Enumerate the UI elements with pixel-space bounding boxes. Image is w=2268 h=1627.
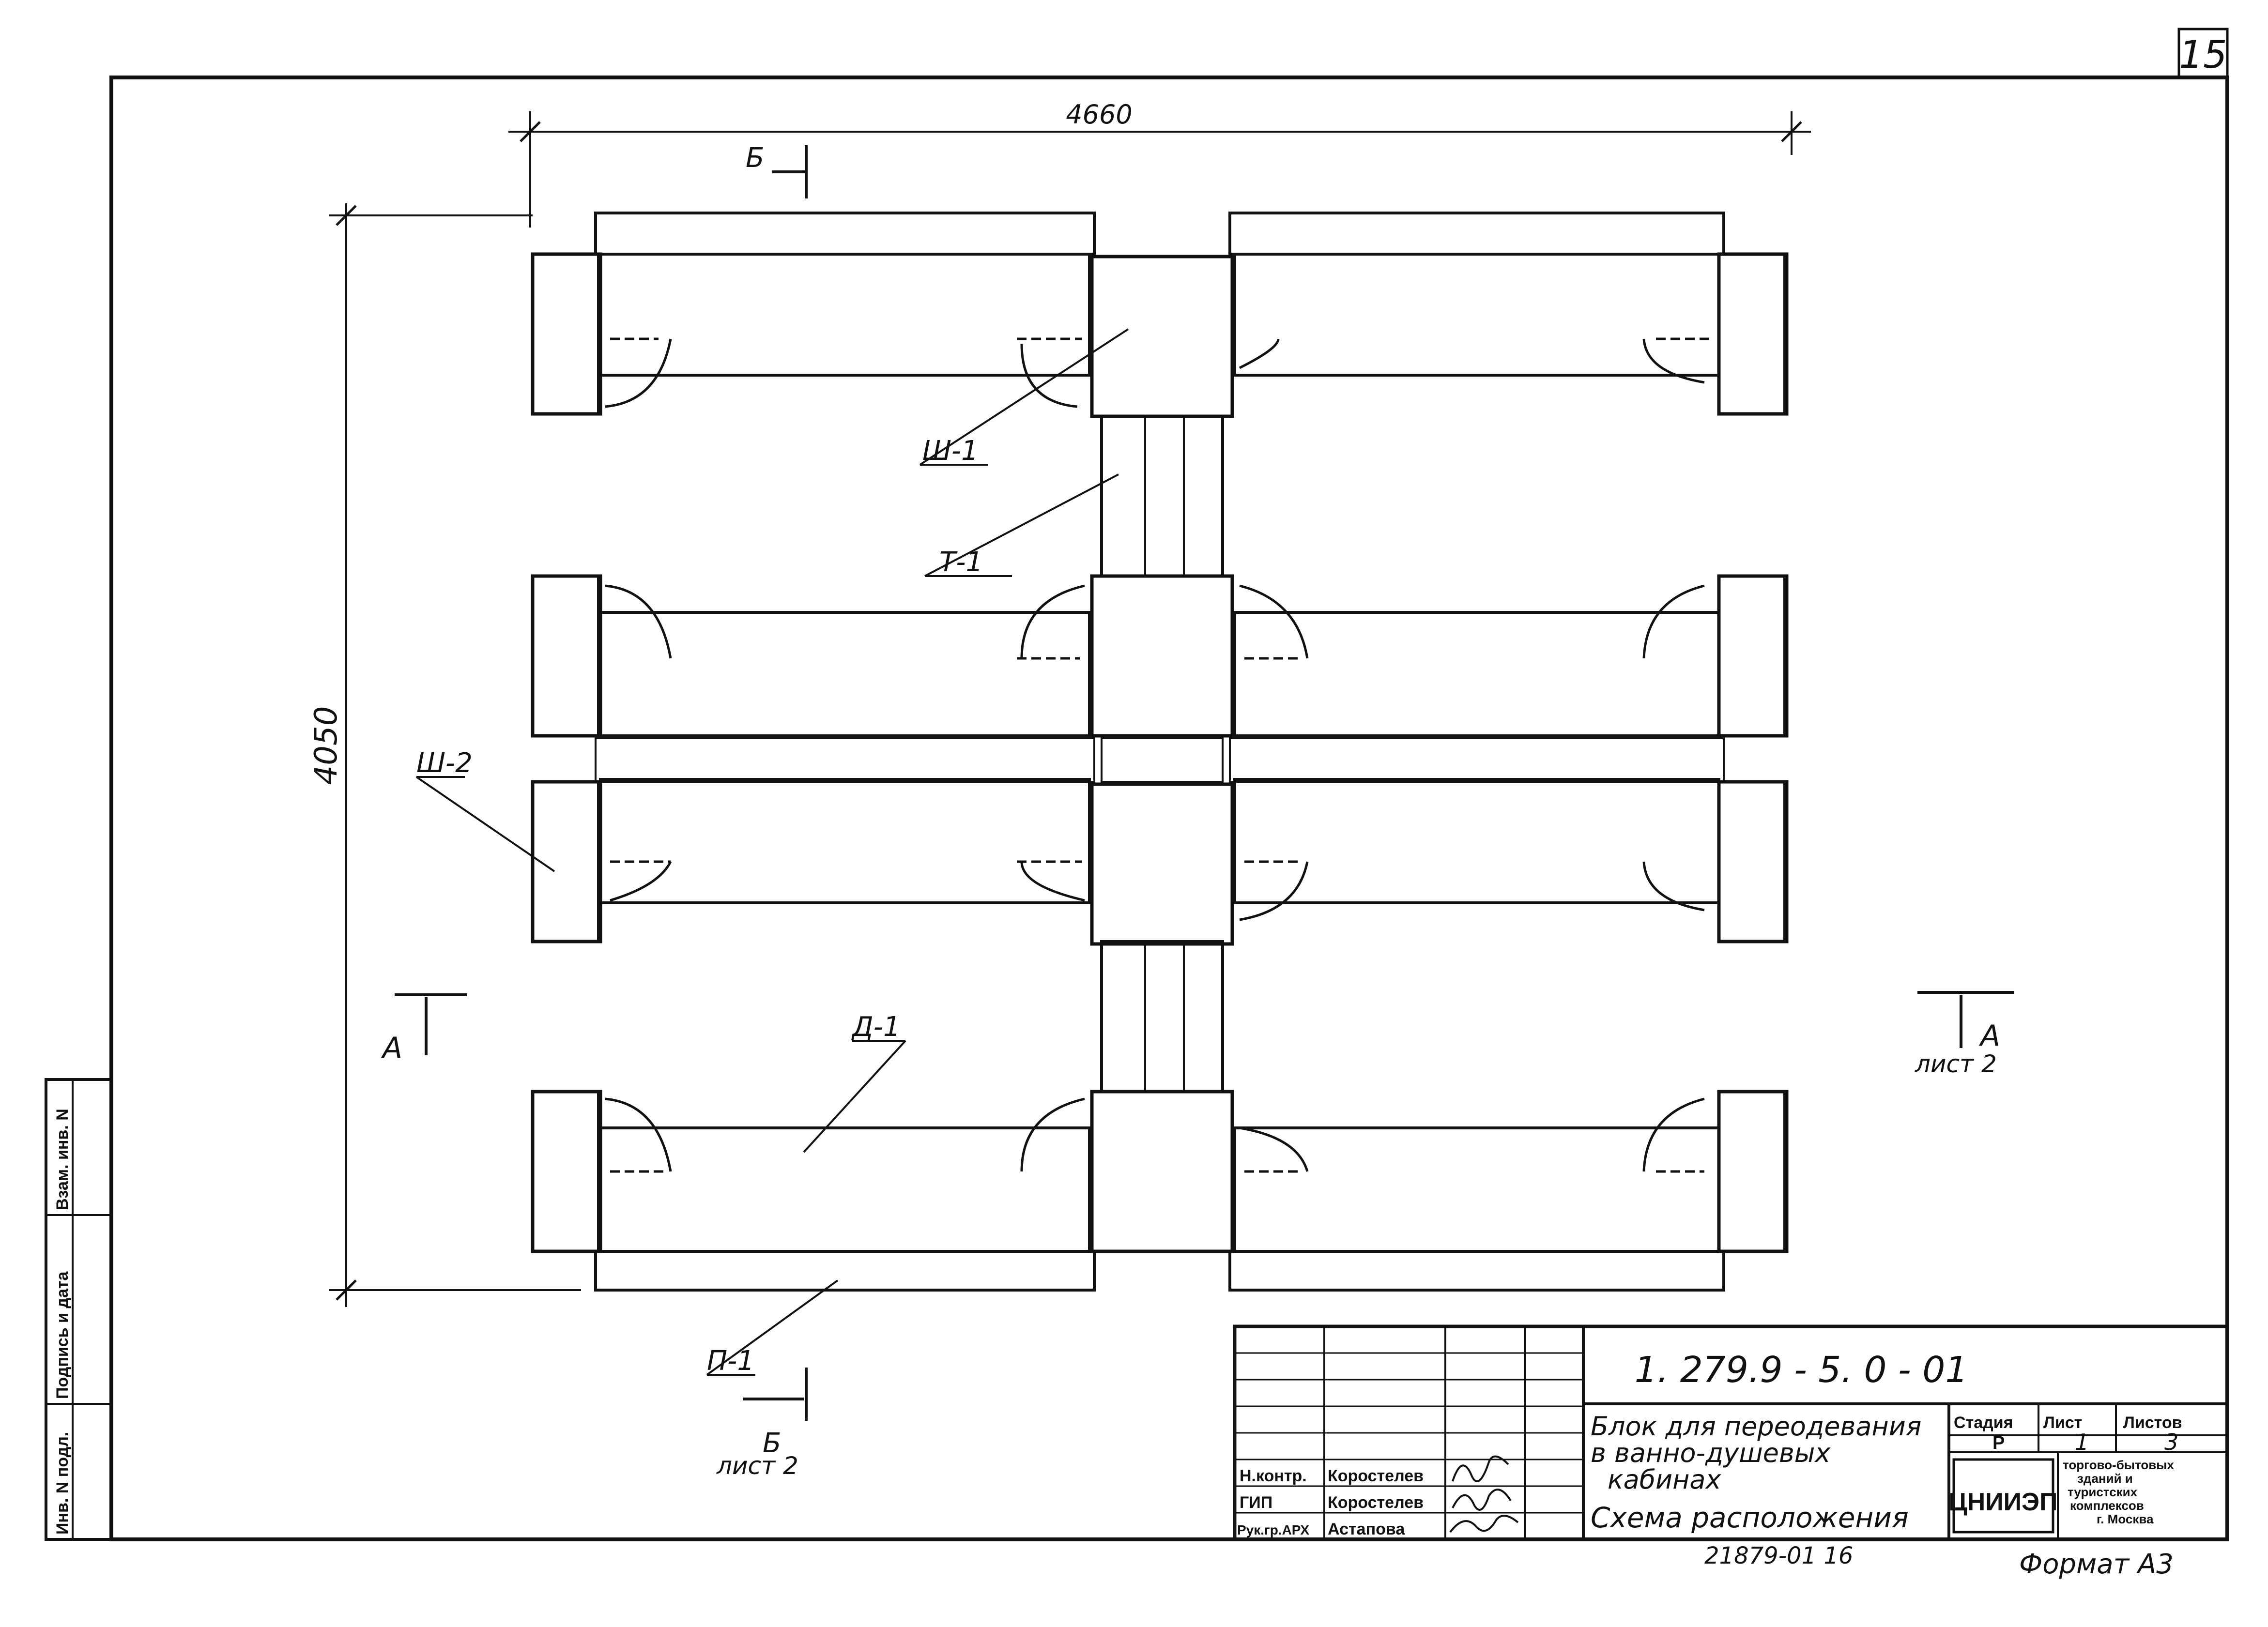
org-line-4: комплексов [2070, 1498, 2144, 1513]
section-a-left-label: А [381, 1031, 402, 1065]
height-dimension-value: 4050 [308, 706, 344, 785]
left-stamp: Инв. N подл. Подпись и дата Взам. инв. N [45, 1078, 113, 1541]
stage-value: Р [1992, 1433, 2005, 1453]
name-1: Коростелев [1328, 1467, 1424, 1485]
sheet-header: Лист [2043, 1414, 2082, 1432]
label-t1: Т-1 [939, 547, 983, 578]
title-block [1233, 1324, 2229, 1541]
cabin-row-4 [533, 1092, 1787, 1292]
section-a-right-label: А [1978, 1019, 2000, 1053]
archive-number: 21879-01 16 [1704, 1542, 1853, 1569]
role-2: ГИП [1240, 1493, 1272, 1512]
door-swing-arcs [605, 337, 1709, 1173]
cabin-row-1 [533, 212, 1787, 416]
leader-labels [415, 328, 1129, 1376]
name-3: Астапова [1328, 1520, 1405, 1538]
role-3: Рук.гр.АРХ [1237, 1522, 1309, 1537]
stamp-signature-label: Подпись и дата [53, 1271, 72, 1399]
title-line-2: в ванно-душевых [1591, 1438, 1831, 1468]
section-b-bottom-label: Б [763, 1428, 781, 1459]
width-dimension: 4660 [508, 99, 1811, 228]
sheets-header: Листов [2123, 1414, 2182, 1432]
sheet-number: 15 [2179, 33, 2227, 77]
org-line-5: г. Москва [2097, 1512, 2154, 1526]
trough-t1 [1100, 415, 1224, 578]
cabin-row-2 [533, 576, 1787, 736]
label-sh1: Ш-1 [922, 435, 979, 467]
format-label: Формат А3 [2019, 1549, 2174, 1580]
sheet-frame [109, 76, 2229, 1541]
signatures [1449, 1455, 1519, 1533]
section-b-top-label: Б [746, 142, 764, 174]
stamp-inv-label: Инв. N подл. [53, 1432, 72, 1535]
label-sh2: Ш-2 [416, 747, 473, 779]
role-1: Н.контр. [1240, 1467, 1307, 1485]
sheet-number-box [2177, 28, 2229, 79]
org-line-2: зданий и [2077, 1471, 2133, 1486]
section-b-sheet-ref: лист 2 [716, 1452, 798, 1480]
sheets-value: 3 [2164, 1429, 2178, 1455]
org-logo-box [1952, 1458, 2054, 1534]
stamp-replace-label: Взам. инв. N [53, 1109, 72, 1210]
title-line-1: Блок для переодевания [1591, 1411, 1921, 1442]
stage-header: Стадия [1954, 1414, 2013, 1432]
label-d1: Д-1 [851, 1011, 901, 1043]
height-dimension: 4050 [308, 203, 581, 1307]
sheet-title: Схема расположения [1591, 1501, 1909, 1534]
width-dimension-value: 4660 [1066, 99, 1132, 130]
label-p1: П-1 [707, 1345, 754, 1377]
org-logo: ЦНИИЭП [1949, 1488, 2058, 1516]
section-marker-b-top [772, 145, 808, 198]
org-line-3: туристских [2068, 1485, 2138, 1499]
section-marker-b-bottom [743, 1368, 808, 1421]
name-2: Коростелев [1328, 1493, 1424, 1512]
document-code: 1. 279.9 - 5. 0 - 01 [1635, 1349, 1968, 1391]
section-a-sheet-ref: лист 2 [1915, 1050, 1997, 1078]
org-line-1: торгово-бытовых [2063, 1458, 2174, 1472]
trough-lower [1100, 940, 1224, 1093]
section-marker-a-left [395, 993, 467, 1055]
section-marker-a-right [1917, 991, 2014, 1048]
title-line-3: кабинах [1608, 1464, 1722, 1495]
sheet-value: 1 [2075, 1429, 2089, 1455]
cabin-row-3 [533, 737, 1787, 944]
